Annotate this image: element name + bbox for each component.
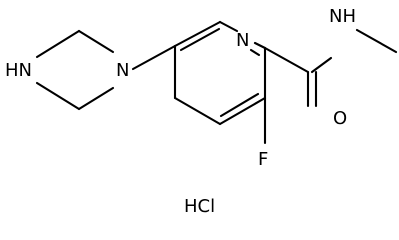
bond-pyr-c3-c4-double	[219, 92, 260, 118]
atom-fluorine: F	[258, 149, 268, 170]
bond-carbonyl-n	[310, 56, 333, 74]
bond-pyr-c6-n1	[218, 20, 239, 33]
atom-piperazine-n: N	[116, 60, 129, 81]
bond-pip-1	[35, 29, 81, 59]
piperazine-ring	[35, 29, 115, 111]
bond-pip-2	[77, 29, 115, 54]
pyridine-ring	[173, 20, 267, 126]
bond-pip-4	[77, 86, 115, 111]
atom-piperazine-nh: HN	[5, 60, 32, 81]
bond-pyr-n1-c2-double	[249, 48, 261, 57]
bond-pyr-c4-c5	[173, 96, 222, 126]
bond-pyr-n1-c2	[253, 41, 267, 50]
bond-pyr-c3-c4	[218, 96, 267, 126]
bond-c2-carbonyl	[263, 46, 310, 74]
bond-n-methyl	[355, 28, 398, 54]
atom-carbonyl-o: O	[333, 108, 347, 129]
atom-pyridine-n: N	[236, 30, 249, 51]
chemical-structure: HN N N NH O F HCl	[5, 6, 398, 217]
bond-pyr-c5-c6	[173, 20, 222, 48]
bond-pip-3	[35, 81, 81, 111]
amide-group	[263, 28, 398, 108]
salt-label: HCl	[184, 196, 215, 217]
bond-pip-to-pyridine	[131, 44, 177, 71]
atom-amide-nh: NH	[329, 6, 356, 27]
bond-pyr-c5-c6-double	[179, 27, 221, 52]
